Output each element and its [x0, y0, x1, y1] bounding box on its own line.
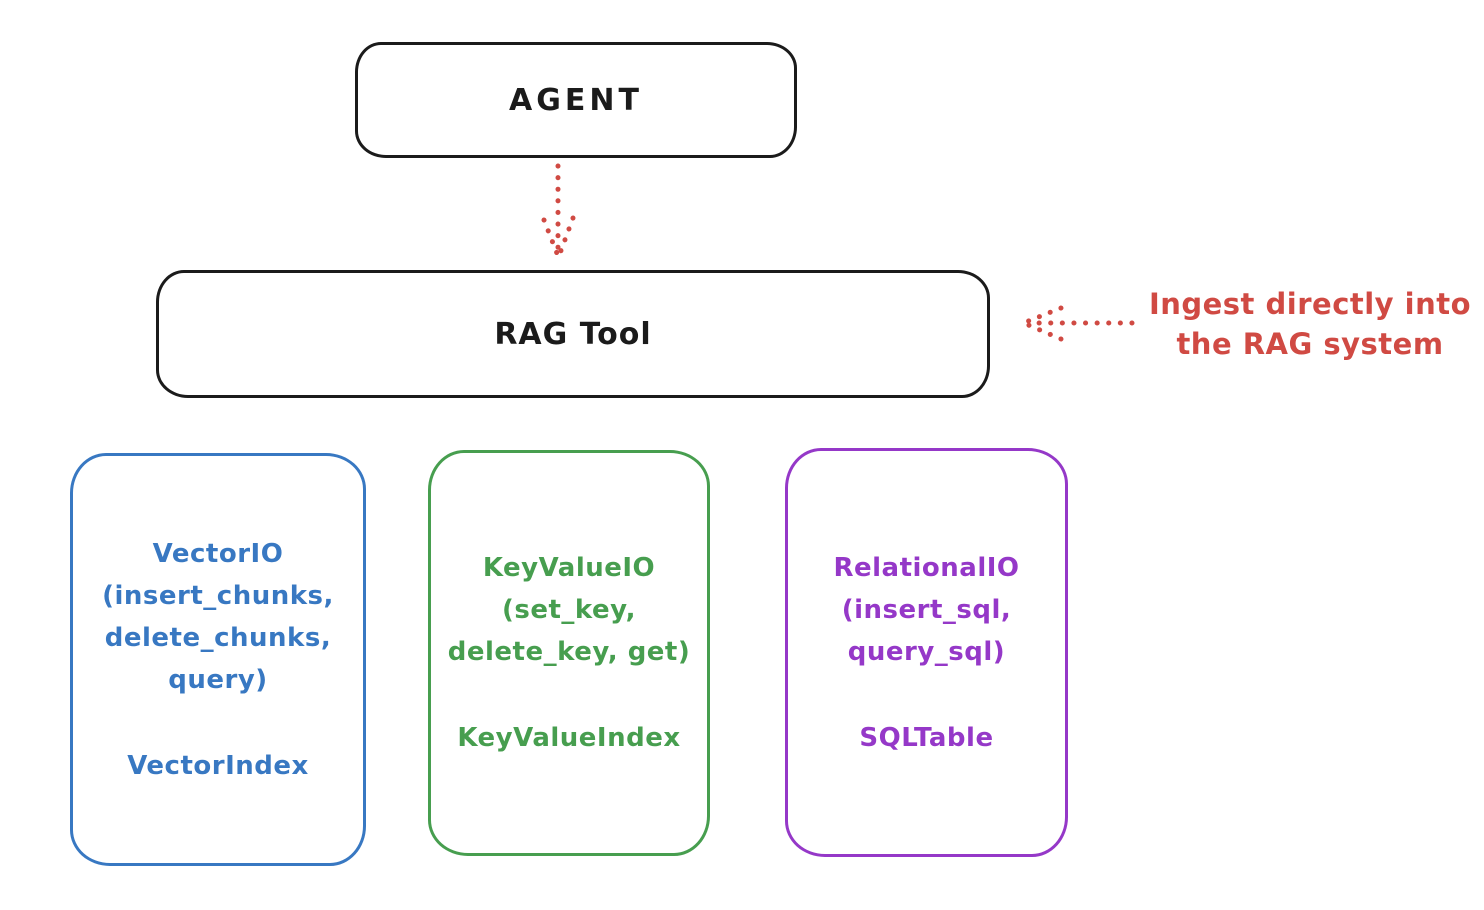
store-interface-label: RelationalIO (insert_sql, query_sql) — [833, 547, 1019, 673]
ingest-annotation: Ingest directly into the RAG system — [1140, 284, 1480, 364]
store-index-label: VectorIndex — [127, 750, 309, 781]
store-index-label: KeyValueIndex — [457, 723, 681, 753]
agent-to-ragtool-arrow-icon — [535, 158, 581, 264]
rag-tool-node: RAG Tool — [156, 270, 990, 398]
store-interface-label: KeyValueIO (set_key, delete_key, get) — [448, 547, 691, 673]
annotation-line: the RAG system — [1176, 327, 1444, 361]
store-line: (insert_chunks, — [102, 580, 334, 611]
key-value-io-box: KeyValueIO (set_key, delete_key, get) Ke… — [428, 450, 710, 856]
store-line: query_sql) — [847, 636, 1006, 667]
annotation-line: Ingest directly into — [1148, 287, 1472, 321]
store-line: KeyValueIO — [482, 553, 656, 583]
store-line: (insert_sql, — [841, 594, 1012, 625]
store-line: VectorIO — [152, 538, 284, 569]
agent-node: AGENT — [355, 42, 797, 158]
store-line: RelationalIO — [833, 552, 1020, 583]
store-line: (set_key, — [502, 595, 636, 625]
store-line: delete_key, get) — [447, 637, 691, 667]
store-interface-label: VectorIO (insert_chunks, delete_chunks, … — [102, 533, 334, 701]
store-line: delete_chunks, — [104, 622, 332, 653]
vector-io-box: VectorIO (insert_chunks, delete_chunks, … — [70, 453, 366, 866]
store-index-label: SQLTable — [859, 722, 994, 753]
ingest-annotation-arrow-icon — [1012, 298, 1140, 348]
relational-io-box: RelationalIO (insert_sql, query_sql) SQL… — [785, 448, 1068, 857]
store-line: query) — [168, 664, 268, 695]
